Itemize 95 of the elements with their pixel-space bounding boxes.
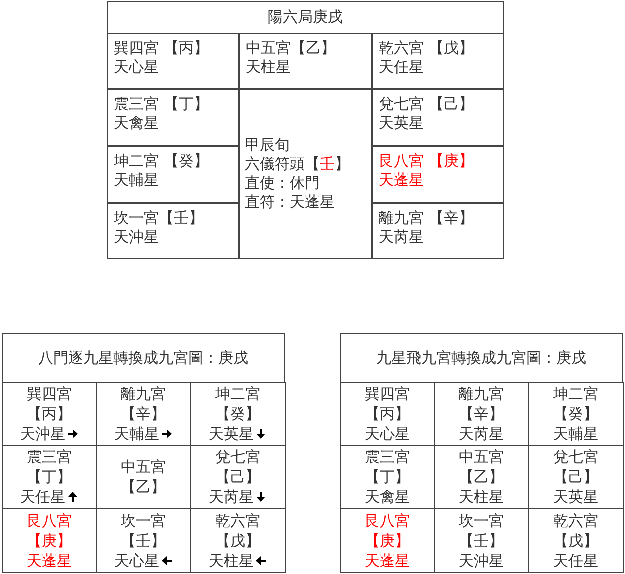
table-title: 八門逐九星轉換成九宮圖：庚戌 [38,348,248,368]
cell-text: 直符：天蓬星 [245,193,336,212]
cell-text: 【壬】 [121,530,166,550]
cell-text: 【丁】 [365,467,410,487]
cell-text: 【庚】 [27,530,72,550]
palace-name: 兌七宮 [554,447,598,467]
cell-text: 天柱星 [209,550,254,570]
cell-text: 天蓬星 [379,171,425,190]
table-title-cell [340,333,623,383]
palace-name: 乾六宮 【戊】 [379,39,475,58]
cell-text: 【乙】 [121,477,166,497]
palace-name: 坤二宮 [554,384,598,404]
palace-name: 巽四宮 [27,384,72,404]
cell-text: 【丙】 [27,404,72,424]
cell-text: 天芮星 [459,424,504,444]
cell-text: 【癸】 [554,404,598,424]
palace-name: 巽四宮 【丙】 [114,39,210,58]
cell-text: 天柱星 [246,58,292,77]
cell-text: 【庚】 [365,530,410,550]
palace-name: 震三宮 【丁】 [114,95,210,114]
cell-text: 天沖星 [459,550,504,570]
palace-name: 離九宮 【辛】 [379,209,475,228]
palace-cell [107,33,239,89]
palace-name: 甲辰旬 [245,136,291,155]
palace-name: 坎一宮 [459,510,504,530]
cell-text: 天芮星 [379,228,425,247]
palace-name: 乾六宮 [216,510,260,530]
cell-text: 【己】 [216,467,260,487]
cell-text: 【辛】 [459,404,504,424]
cell-text: 天心星 [114,550,160,570]
cell-text: 【辛】 [121,404,166,424]
palace-cell [372,146,504,203]
palace-cell [2,508,97,573]
cell-text: 天蓬星 [365,550,410,570]
cell-text: 天任星 [554,550,598,570]
cell-text: 直使：休門 [245,174,321,193]
palace-cell [239,89,372,259]
cell-text: 天英星 [554,487,598,507]
palace-name: 巽四宮 [365,384,410,404]
palace-cell [372,89,504,146]
cell-text: 天英星 [379,114,425,133]
palace-cell [239,33,372,89]
table-title-cell [2,333,285,383]
palace-name: 坤二宮 [216,384,260,404]
palace-name: 兌七宮 【己】 [379,95,475,114]
palace-cell [528,508,624,573]
palace-name: 艮八宮 [27,510,72,530]
palace-name: 離九宮 [459,384,504,404]
cell-text: 天英星 [209,424,254,444]
palace-name: 震三宮 [365,447,410,467]
cell-text: 天沖星 [114,228,160,247]
palace-name: 乾六宮 [554,510,598,530]
cell-text: 天輔星 [114,171,160,190]
cell-text: 天任星 [20,487,66,507]
palace-cell [372,203,504,259]
cell-text: 天輔星 [554,424,598,444]
cell-text: 【壬】 [459,530,504,550]
palace-name: 坎一宮【壬】 [114,209,205,228]
cell-text: 【乙】 [459,467,504,487]
cell-text: 【癸】 [216,404,260,424]
palace-name: 坎一宮 [121,510,166,530]
cell-text: 天心星 [114,58,160,77]
palace-cell [190,508,286,573]
palace-name: 中五宮 [459,447,504,467]
table-title-cell [107,1,504,34]
cell-text: 【己】 [554,467,598,487]
cell-text: 天蓬星 [27,550,72,570]
palace-cell [340,508,435,573]
cell-text: 【丙】 [365,404,410,424]
cell-text: 六儀符頭【壬】 [245,155,351,174]
palace-name: 艮八宮 【庚】 [379,152,475,171]
palace-name: 中五宮【乙】 [246,39,337,58]
cell-text: 【丁】 [27,467,72,487]
cell-text: 天芮星 [209,487,254,507]
palace-name: 坤二宮 【癸】 [114,152,210,171]
cell-text: 天禽星 [365,487,410,507]
palace-name: 震三宮 [27,447,72,467]
cell-text: 天心星 [365,424,410,444]
palace-name: 兌七宮 [216,447,260,467]
palace-name: 中五宮 [121,457,166,477]
table-title: 九星飛九宮轉換成九宮圖：庚戌 [376,348,586,368]
cell-text: 天輔星 [114,424,160,444]
palace-cell [107,146,239,203]
palace-cell [372,33,504,89]
palace-name: 艮八宮 [365,510,410,530]
cell-text: 天禽星 [114,114,160,133]
cell-text: 天沖星 [20,424,66,444]
palace-name: 離九宮 [121,384,166,404]
cell-text: 天任星 [379,58,425,77]
table-title: 陽六局庚戌 [268,8,343,27]
cell-text: 【戊】 [554,530,598,550]
cell-text: 【戊】 [216,530,260,550]
cell-text: 天柱星 [459,487,504,507]
palace-cell [107,203,239,259]
palace-cell [107,89,239,146]
